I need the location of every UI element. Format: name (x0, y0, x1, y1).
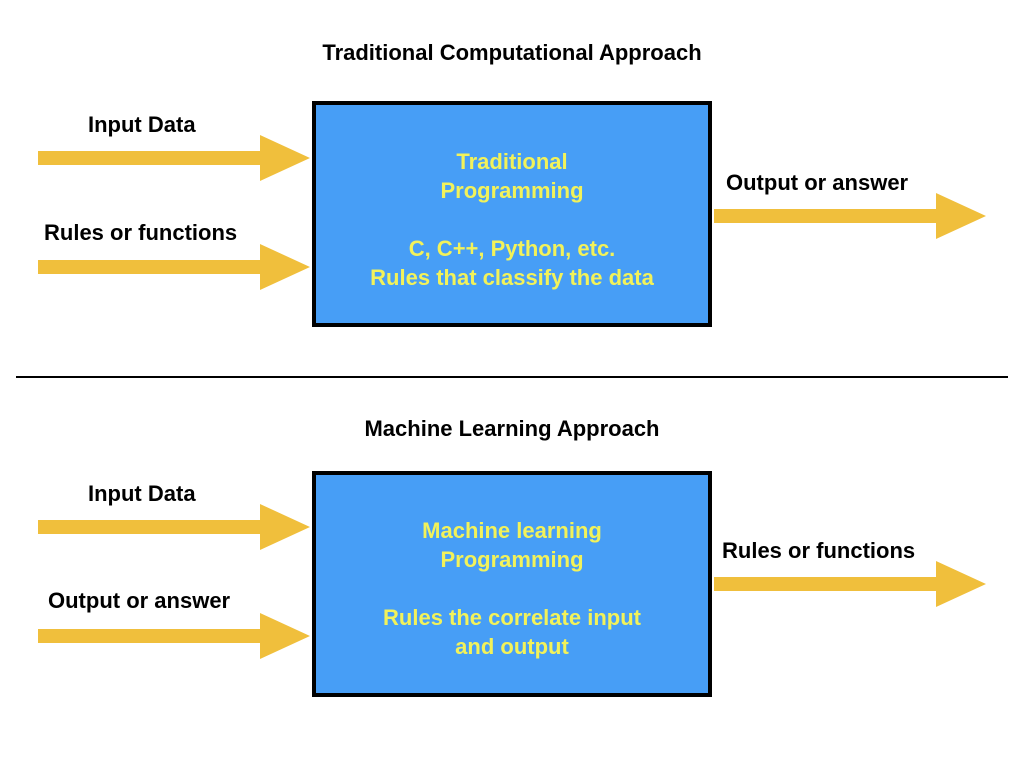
ml-programming-box: Machine learning Programming Rules the c… (312, 471, 712, 697)
ml-input-data-arrow (38, 504, 310, 550)
traditional-box-line-1: Traditional (456, 149, 568, 174)
traditional-box-line-2: Programming (440, 178, 584, 203)
ml-box-line-1: Machine learning (422, 518, 602, 543)
traditional-rules-arrow (38, 244, 310, 290)
ml-output-answer-label: Output or answer (48, 588, 231, 613)
traditional-box-line-3: C, C++, Python, etc. (408, 236, 616, 261)
ml-rules-functions-label: Rules or functions (722, 538, 916, 563)
traditional-section-title: Traditional Computational Approach (322, 40, 702, 65)
ml-box-line-3: Rules the correlate input (383, 605, 641, 630)
ml-section-title: Machine Learning Approach (364, 416, 660, 441)
ml-box-line-2: Programming (440, 547, 584, 572)
traditional-output-arrow (714, 193, 986, 239)
traditional-output-label: Output or answer (726, 170, 909, 195)
traditional-programming-box: Traditional Programming C, C++, Python, … (312, 101, 712, 327)
ml-input-data-label: Input Data (88, 481, 196, 506)
traditional-rules-label: Rules or functions (44, 220, 238, 245)
section-divider (16, 376, 1008, 378)
ml-output-answer-arrow (38, 613, 310, 659)
ml-output-arrow (714, 561, 986, 607)
ml-box-line-4: and output (455, 634, 569, 659)
traditional-box-line-4: Rules that classify the data (370, 265, 654, 290)
traditional-input-data-label: Input Data (88, 112, 196, 137)
traditional-input-data-arrow (38, 135, 310, 181)
